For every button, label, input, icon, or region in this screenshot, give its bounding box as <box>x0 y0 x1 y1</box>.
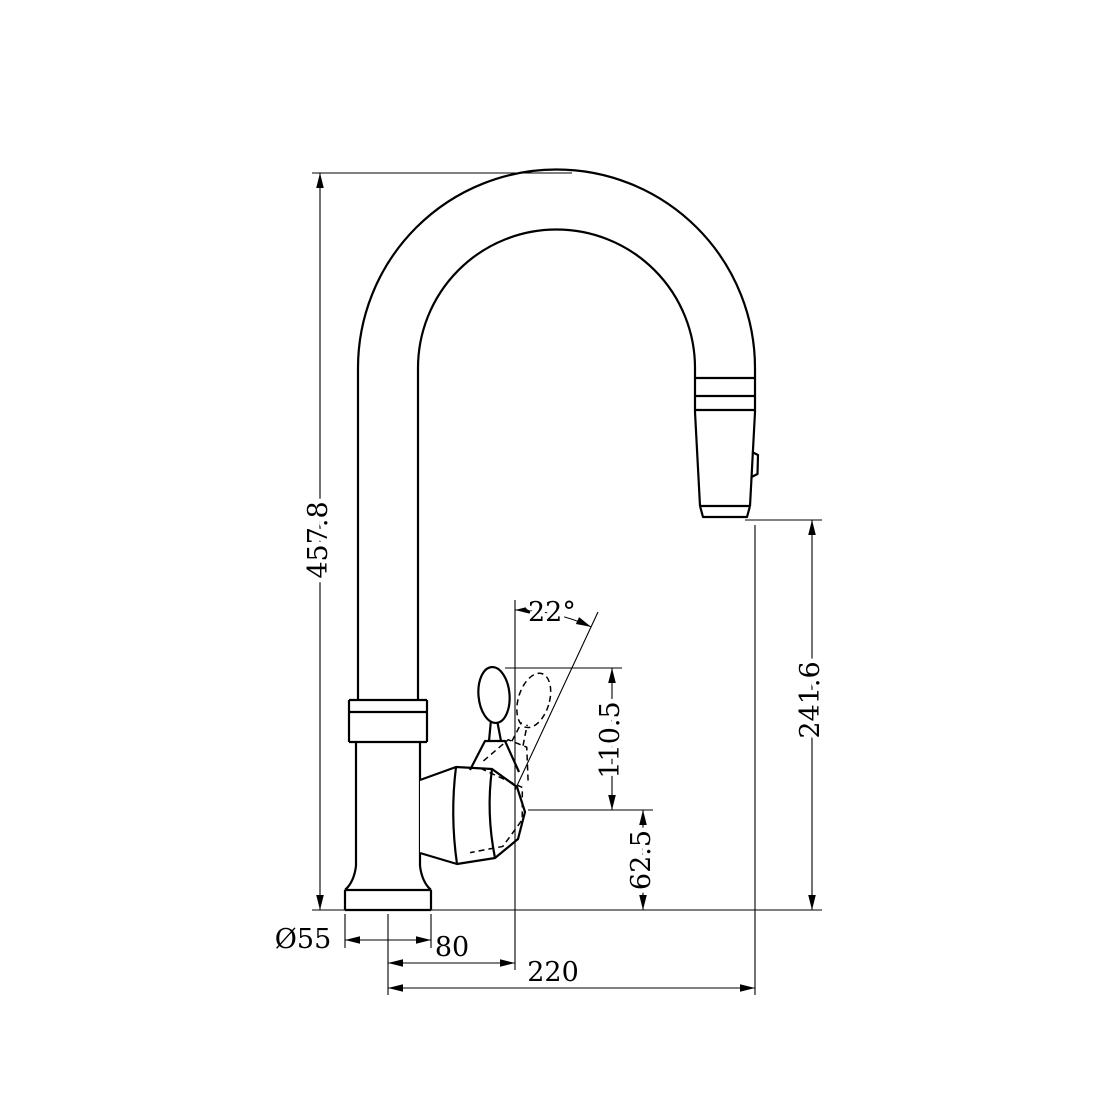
dim-handle-angle-label: 22° <box>528 597 576 628</box>
valve-dashed <box>469 767 524 854</box>
spout-arc-outer <box>356 168 757 369</box>
dimension-lines <box>312 172 822 995</box>
base-bell <box>343 865 433 910</box>
sprayer-head <box>693 411 757 519</box>
dim-spout-reach-label: 220 <box>527 957 579 988</box>
valve-facets <box>452 766 497 865</box>
dim-handle-length-label: 110.5 <box>595 701 626 778</box>
body-column <box>354 742 422 866</box>
valve-body <box>419 765 527 866</box>
angle-leg <box>514 611 599 791</box>
dim-body-height-label: 62.5 <box>626 830 657 890</box>
handle-stem-dashed <box>511 722 528 746</box>
handle-cone-dashed <box>482 738 529 782</box>
handle-cone <box>469 739 521 773</box>
spout-arc-inner <box>416 228 697 369</box>
dim-outlet-height-label: 241.6 <box>795 661 826 738</box>
handle-knob-dashed <box>516 672 552 729</box>
handle-knob <box>477 665 511 725</box>
dimension-labels: 457.8 241.6 110.5 62.5 22° Ø55 80 220 <box>270 497 830 993</box>
dim-handle-offset-label: 80 <box>435 932 469 963</box>
sprayer-button <box>751 451 760 478</box>
faucet-outline <box>343 168 760 912</box>
spout-down-tube <box>693 368 757 412</box>
dim-base-diameter-label: Ø55 <box>275 924 332 955</box>
riser-tube <box>356 368 420 700</box>
angle-arc <box>514 606 592 628</box>
dim-overall-height-label: 457.8 <box>303 501 334 578</box>
body-collar <box>347 698 429 744</box>
